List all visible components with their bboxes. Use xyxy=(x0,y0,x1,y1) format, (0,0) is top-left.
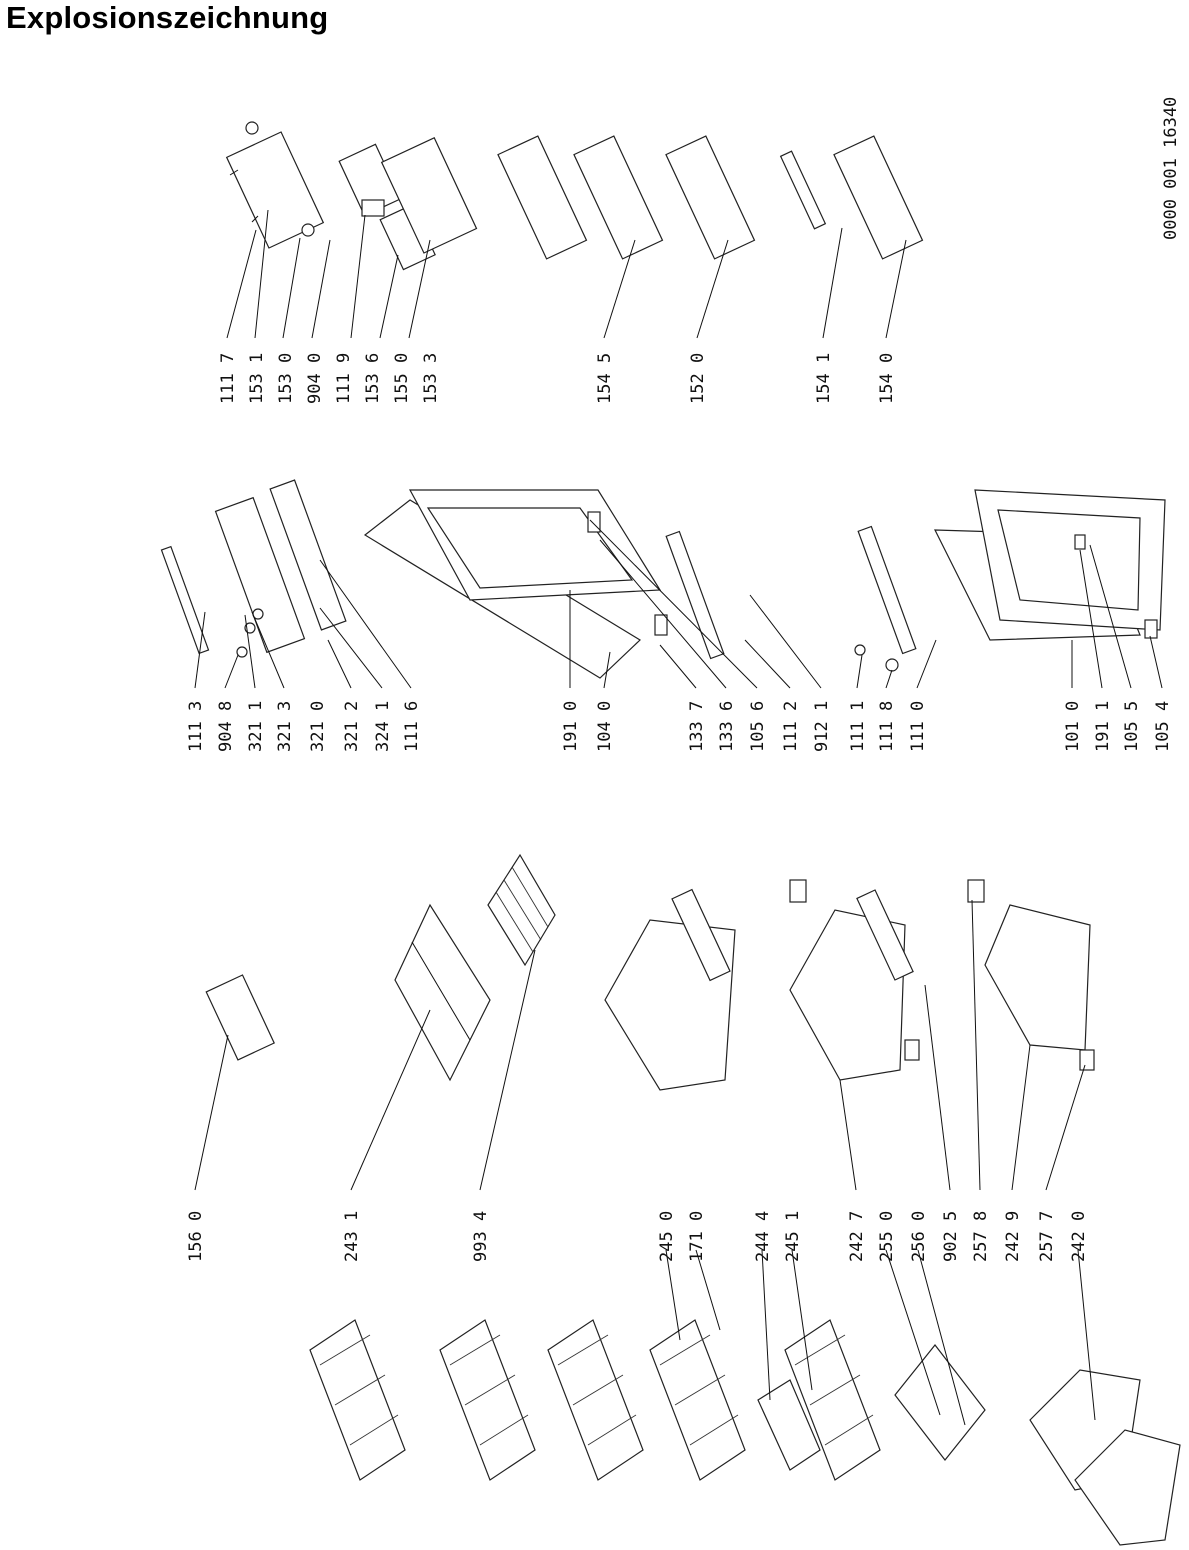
drawing-number: 0000 001 16340 xyxy=(1161,97,1181,240)
part-label: 902 5 xyxy=(941,1211,961,1262)
part-label: 242 9 xyxy=(1003,1211,1023,1262)
part-label: 242 0 xyxy=(1069,1211,1089,1262)
part-label: 111 8 xyxy=(877,701,897,752)
part-label: 257 8 xyxy=(971,1211,991,1262)
part-label: 191 0 xyxy=(561,701,581,752)
part-label: 245 1 xyxy=(783,1211,803,1262)
part-label: 153 1 xyxy=(247,353,267,404)
part-label: 153 0 xyxy=(276,353,296,404)
part-label: 111 2 xyxy=(781,701,801,752)
shelf-tray-part xyxy=(394,903,491,1082)
part-label: 244 4 xyxy=(753,1211,773,1262)
part-label: 104 0 xyxy=(595,701,615,752)
part-label: 321 0 xyxy=(308,701,328,752)
part-label: 257 7 xyxy=(1037,1211,1057,1262)
part-label: 111 7 xyxy=(218,353,238,404)
control-housing-part xyxy=(160,479,347,658)
part-label: 256 0 xyxy=(909,1211,929,1262)
part-label: 111 6 xyxy=(402,701,422,752)
door-bins-part xyxy=(497,135,924,260)
freezer-door-part xyxy=(854,489,1166,672)
door-frame-part xyxy=(363,489,725,679)
parts xyxy=(160,121,1181,1546)
part-label: 191 1 xyxy=(1093,701,1113,752)
page-title: Explosionszeichnung xyxy=(6,0,329,35)
part-label: 111 1 xyxy=(848,701,868,752)
part-label: 321 2 xyxy=(342,701,362,752)
part-label: 321 1 xyxy=(246,701,266,752)
part-label: 171 0 xyxy=(687,1211,707,1262)
part-label: 904 0 xyxy=(305,353,325,404)
grid-shelf-part xyxy=(487,853,556,967)
part-label: 105 5 xyxy=(1122,701,1142,752)
part-label: 245 0 xyxy=(657,1211,677,1262)
door-rail-part xyxy=(225,121,325,249)
part-label: 155 0 xyxy=(392,353,412,404)
part-label: 105 6 xyxy=(748,701,768,752)
part-label: 133 6 xyxy=(717,701,737,752)
ice-tray-part xyxy=(205,974,275,1061)
part-label: 111 0 xyxy=(908,701,928,752)
freezer-boxes-part xyxy=(1029,1369,1181,1546)
part-label: 321 3 xyxy=(275,701,295,752)
door-bin-top-part xyxy=(380,137,478,254)
part-label: 912 1 xyxy=(812,701,832,752)
part-label: 324 1 xyxy=(373,701,393,752)
part-label: 153 3 xyxy=(421,353,441,404)
part-label: 101 0 xyxy=(1063,701,1083,752)
part-label: 255 0 xyxy=(877,1211,897,1262)
part-label: 904 8 xyxy=(216,701,236,752)
part-label: 105 4 xyxy=(1153,701,1173,752)
part-label: 242 7 xyxy=(847,1211,867,1262)
wire-shelves-part xyxy=(309,1319,986,1481)
part-label: 111 9 xyxy=(334,353,354,404)
part-labels: 111 7 153 1 153 0 904 0 111 9 153 6 155 … xyxy=(186,97,1181,1262)
part-label: 152 0 xyxy=(688,353,708,404)
leader-lines xyxy=(194,209,1163,1426)
part-label: 993 4 xyxy=(471,1211,491,1262)
part-label: 154 1 xyxy=(814,353,834,404)
crisper-drawers-part xyxy=(604,879,1095,1091)
part-label: 154 0 xyxy=(877,353,897,404)
part-label: 133 7 xyxy=(687,701,707,752)
part-label: 154 5 xyxy=(595,353,615,404)
part-label: 156 0 xyxy=(186,1211,206,1262)
part-label: 243 1 xyxy=(342,1211,362,1262)
part-label: 153 6 xyxy=(363,353,383,404)
part-label: 111 3 xyxy=(186,701,206,752)
